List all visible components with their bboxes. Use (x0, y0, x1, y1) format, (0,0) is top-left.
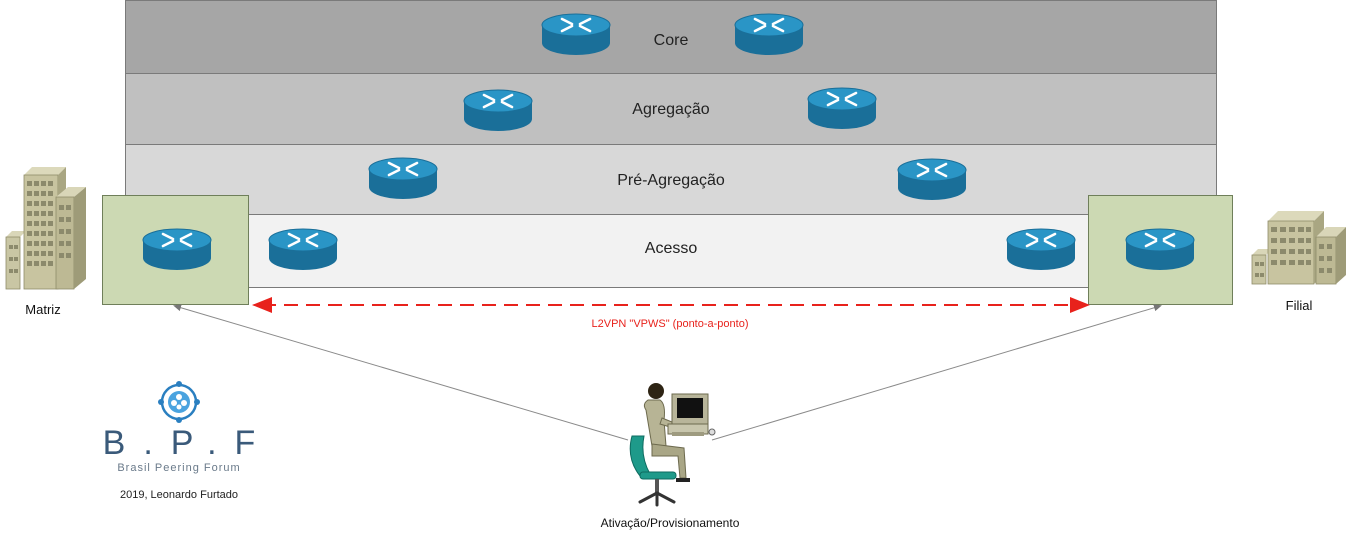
layer-agregacao (125, 73, 1217, 145)
layer-label-pre-agregacao: Pré-Agregação (617, 172, 725, 189)
router-icon (541, 13, 611, 55)
router-icon (897, 158, 967, 200)
bpf-logo-name: B.P.F (102, 424, 274, 462)
router-icon (807, 87, 877, 129)
router-icon (1006, 228, 1076, 270)
router-icon (1125, 228, 1195, 270)
router-icon (463, 89, 533, 131)
layer-label-acesso: Acesso (644, 240, 698, 257)
router-icon (142, 228, 212, 270)
operator-label: Ativação/Provisionamento (600, 516, 740, 530)
layer-label-core: Core (653, 32, 689, 49)
router-icon (734, 13, 804, 55)
building-matriz-icon (5, 167, 86, 290)
bpf-logo-subtitle: Brasil Peering Forum (117, 462, 241, 474)
site-label-filial: Filial (1285, 298, 1313, 313)
building-filial-icon (1251, 211, 1346, 285)
router-icon (368, 157, 438, 199)
layer-label-agregacao: Agregação (632, 101, 710, 118)
operator-workstation-icon (629, 383, 716, 507)
bpf-logo-icon (158, 381, 200, 423)
site-label-matriz: Matriz (25, 302, 61, 317)
l2vpn-label: L2VPN "VPWS" (ponto-a-ponto) (591, 318, 749, 330)
provisioning-line-filial (711, 304, 1162, 441)
layer-core (125, 0, 1217, 74)
provisioning-line-matriz (173, 304, 629, 441)
router-icon (268, 228, 338, 270)
credit-text: 2019, Leonardo Furtado (119, 489, 239, 501)
